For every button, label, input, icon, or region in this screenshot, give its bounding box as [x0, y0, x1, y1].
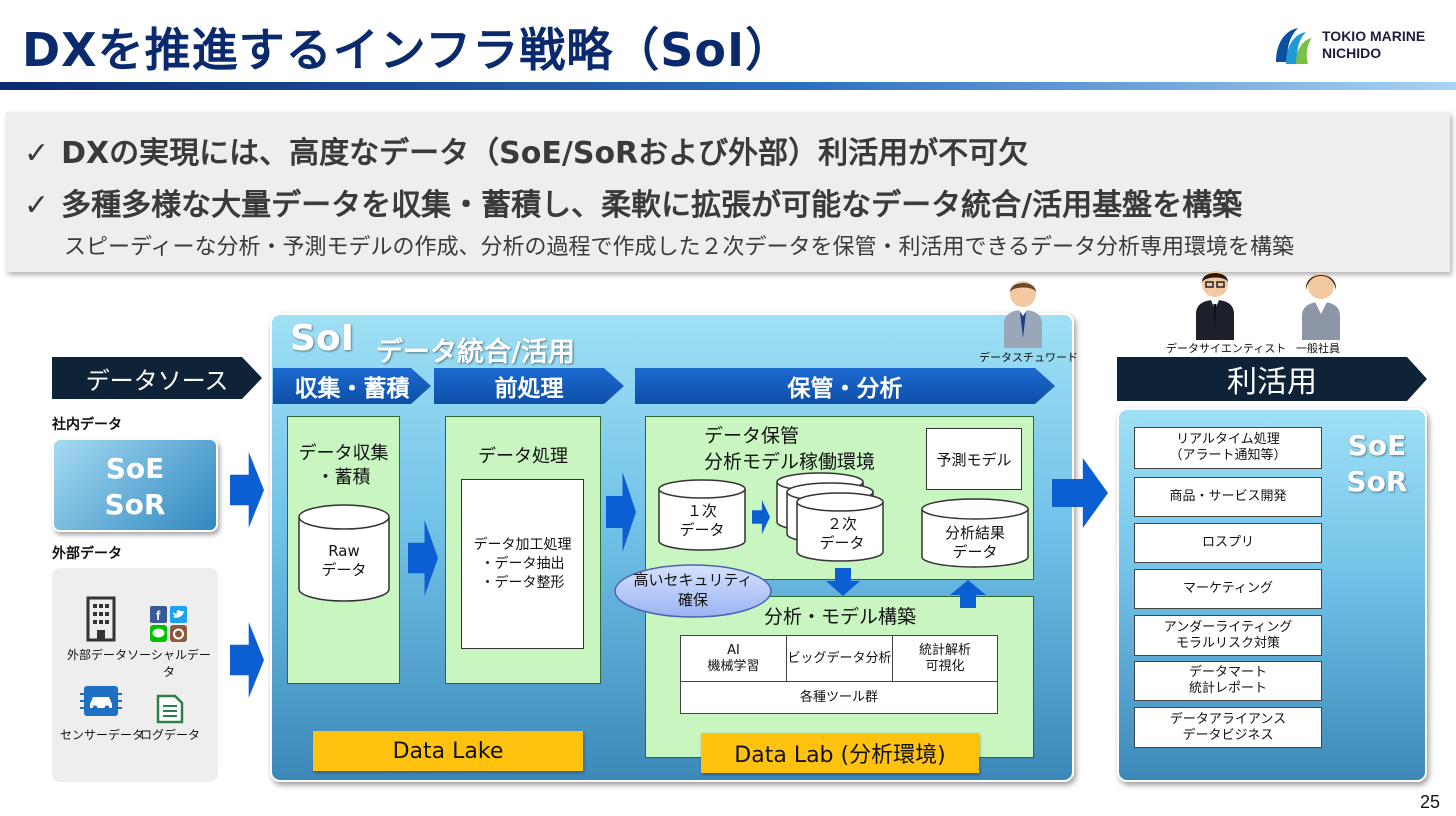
- usage-soe-sor-label: SoE SoR: [1346, 429, 1408, 498]
- stage-storage-header: 保管・分析: [635, 368, 1055, 404]
- summary-bullet-2: ✓多種多様な大量データを収集・蓄積し、柔軟に拡張が可能なデータ統合/活用基盤を構…: [24, 188, 1243, 223]
- data-scientist-caption: データサイエンティスト: [1166, 342, 1287, 355]
- page-number: 25: [1420, 792, 1441, 812]
- check-icon: ✓: [24, 188, 50, 223]
- sensor-icon: [80, 686, 122, 716]
- data-steward-person-icon: [1004, 281, 1042, 348]
- result-data-cylinder: [921, 498, 1029, 568]
- security-ellipse: [614, 564, 772, 618]
- summary-box: ✓DXの実現には、高度なデータ（SoE/SoRおよび外部）利活用が不可欠 ✓多種…: [6, 112, 1450, 272]
- raw-data-label: Raw データ: [321, 542, 367, 579]
- social-icons: f: [150, 606, 187, 642]
- title-underline: [0, 82, 1456, 90]
- slide-title: DXを推進するインフラ戦略（SoI）: [22, 23, 793, 77]
- external-data-label: 外部データ: [52, 546, 122, 562]
- data-lab-label: Data Lab (分析環境): [701, 733, 979, 773]
- usage-item-realtime: リアルタイム処理（アラート通知等）: [1134, 427, 1322, 469]
- data-lake-label: Data Lake: [313, 731, 583, 771]
- primary-data-cylinder: [658, 479, 746, 551]
- usage-item-product-dev: 商品・サービス開発: [1134, 477, 1322, 517]
- soi-title: データ統合/活用: [376, 337, 575, 368]
- secondary-data-label: ２次 データ: [819, 515, 865, 552]
- modeling-title: 分析・モデル構築: [764, 606, 917, 628]
- data-steward-caption: データスチュワード: [979, 351, 1078, 364]
- logo-line-1: TOKIO MARINE: [1322, 28, 1426, 44]
- external-data-box: [52, 568, 218, 782]
- employee-person-icon: [1302, 273, 1340, 340]
- logo-line-2: NICHIDO: [1322, 45, 1382, 61]
- arrow-down-to-modeling: [826, 568, 860, 596]
- tool-bigdata: ビッグデータ分析: [786, 635, 893, 682]
- external-data-caption: 外部データ: [66, 648, 127, 662]
- usage-item-losspre: ロスプリ: [1134, 523, 1322, 563]
- employee-caption: 一般社員: [1296, 342, 1340, 355]
- prediction-model-box: 予測モデル: [926, 428, 1022, 490]
- stage-preprocess-header: 前処理: [434, 368, 624, 404]
- secondary-data-cylinders: [776, 472, 884, 562]
- building-icon: [86, 596, 116, 642]
- usage-item-datamart: データマート統計レポート: [1134, 661, 1322, 701]
- svg-text:f: f: [156, 608, 161, 623]
- arrow-internal-to-soi: [230, 452, 264, 528]
- summary-bullet-1: ✓DXの実現には、高度なデータ（SoE/SoRおよび外部）利活用が不可欠: [24, 136, 1029, 171]
- tool-statistics: 統計解析可視化: [892, 635, 998, 682]
- internal-data-label: 社内データ: [52, 417, 122, 433]
- social-data-caption: ソーシャルデータ: [127, 648, 211, 679]
- log-data-caption: ログデータ: [139, 728, 200, 742]
- soi-logo-text: SoI: [290, 318, 355, 359]
- collect-title: データ収集 ・蓄積: [298, 443, 389, 488]
- result-data-label: 分析結果 データ: [944, 524, 1005, 561]
- company-logo: TOKIO MARINE NICHIDO: [1270, 24, 1440, 68]
- stage-collect-header: 収集・蓄積: [273, 368, 431, 404]
- security-label: 高いセキュリティ 確保: [633, 571, 753, 609]
- primary-data-label: １次 データ: [679, 502, 725, 539]
- tools-footer: 各種ツール群: [680, 681, 998, 714]
- usage-item-marketing: マーケティング: [1134, 569, 1322, 609]
- raw-data-cylinder: [298, 504, 390, 602]
- preprocess-inner-box: [461, 479, 584, 649]
- preprocess-inner-text: データ加工処理 ・データ抽出 ・データ整形: [473, 537, 572, 591]
- data-scientist-person-icon: [1196, 271, 1234, 340]
- arrow-up-to-result: [950, 580, 986, 608]
- check-icon: ✓: [24, 136, 50, 171]
- usage-header: 利活用: [1117, 357, 1427, 401]
- logo-mark-icon: [1276, 28, 1312, 64]
- internal-soe-sor-card: SoE SoR: [52, 438, 218, 532]
- usage-item-underwriting: アンダーライティングモラルリスク対策: [1134, 615, 1322, 656]
- sensor-data-caption: センサーデータ: [59, 728, 144, 742]
- arrow-external-to-soi: [230, 622, 264, 698]
- usage-item-alliance: データアライアンスデータビジネス: [1134, 707, 1322, 748]
- log-file-icon: [156, 694, 184, 724]
- preprocess-title: データ処理: [478, 446, 568, 467]
- summary-subline: スピーディーな分析・予測モデルの作成、分析の過程で作成した２次データを保管・利活…: [64, 235, 1295, 260]
- datasource-header: データソース: [52, 357, 262, 399]
- storage-title: データ保管 分析モデル稼働環境: [704, 425, 876, 473]
